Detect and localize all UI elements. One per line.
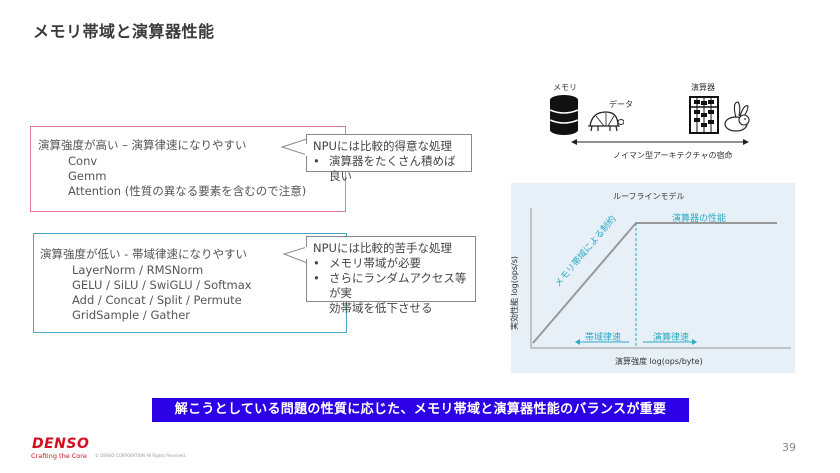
bandwidth-bound-label: 帯域律速 bbox=[585, 333, 622, 343]
memory-item: LayerNorm / RMSNorm bbox=[72, 263, 204, 277]
compute-item: Conv bbox=[68, 154, 98, 168]
roofline-chart bbox=[530, 208, 791, 349]
roofline-panel bbox=[511, 183, 795, 373]
memory-label: メモリ bbox=[553, 83, 577, 92]
roofline-title: ルーフラインモデル bbox=[613, 192, 685, 201]
compute-limit-label: 演算器の性能 bbox=[672, 214, 727, 224]
denso-logo: DENSO bbox=[32, 436, 90, 452]
data-label: データ bbox=[609, 100, 633, 109]
list-item: •演算器をたくさん積めば良い bbox=[313, 154, 456, 183]
y-axis-label: 実効性能 log(ops/s) bbox=[510, 256, 519, 330]
compute-item: Attention (性質の異なる要素を含むので注意) bbox=[68, 184, 307, 198]
logo-tagline: Crafting the Core bbox=[31, 452, 87, 460]
memory-callout: NPUには比較的苦手な処理 •メモリ帯域が必要 •さらにランダムアクセス等が実 … bbox=[306, 236, 476, 315]
memory-item: GELU / SiLU / SwiGLU / Softmax bbox=[72, 278, 252, 292]
compute-item: Gemm bbox=[68, 169, 107, 183]
memory-callout-heading: NPUには比較的苦手な処理 bbox=[313, 241, 452, 255]
turtle-icon bbox=[588, 111, 624, 132]
abacus-icon bbox=[689, 96, 719, 134]
page-number: 39 bbox=[782, 441, 796, 454]
memory-item: Add / Concat / Split / Permute bbox=[72, 293, 242, 307]
memory-box-heading: 演算強度が低い - 帯域律速になりやすい bbox=[40, 247, 247, 261]
list-item: 効帯域を低下させる bbox=[329, 301, 433, 315]
compute-callout: NPUには比較的得意な処理 •演算器をたくさん積めば良い bbox=[306, 134, 472, 183]
bidirectional-arrow bbox=[571, 139, 749, 145]
list-item: •さらにランダムアクセス等が実 bbox=[313, 271, 467, 300]
copyright: © DENSO CORPORATION All Rights Reserved. bbox=[95, 453, 187, 458]
rabbit-icon bbox=[724, 101, 750, 132]
x-axis-label: 演算強度 log(ops/byte) bbox=[615, 357, 703, 366]
database-icon bbox=[549, 95, 579, 135]
memory-item: GridSample / Gather bbox=[72, 308, 190, 322]
neumann-caption: ノイマン型アーキテクチャの宿命 bbox=[613, 151, 733, 160]
conclusion-banner: 解こうとしている問題の性質に応じた、メモリ帯域と演算器性能のバランスが重要 bbox=[152, 398, 689, 422]
compute-bound-label: 演算律速 bbox=[653, 333, 690, 343]
compute-unit-label: 演算器 bbox=[691, 83, 715, 92]
slide-title: メモリ帯域と演算器性能 bbox=[33, 22, 215, 41]
compute-box-heading: 演算強度が高い – 演算律速になりやすい bbox=[38, 138, 247, 152]
list-item: •メモリ帯域が必要 bbox=[313, 256, 421, 270]
compute-callout-heading: NPUには比較的得意な処理 bbox=[313, 139, 452, 153]
